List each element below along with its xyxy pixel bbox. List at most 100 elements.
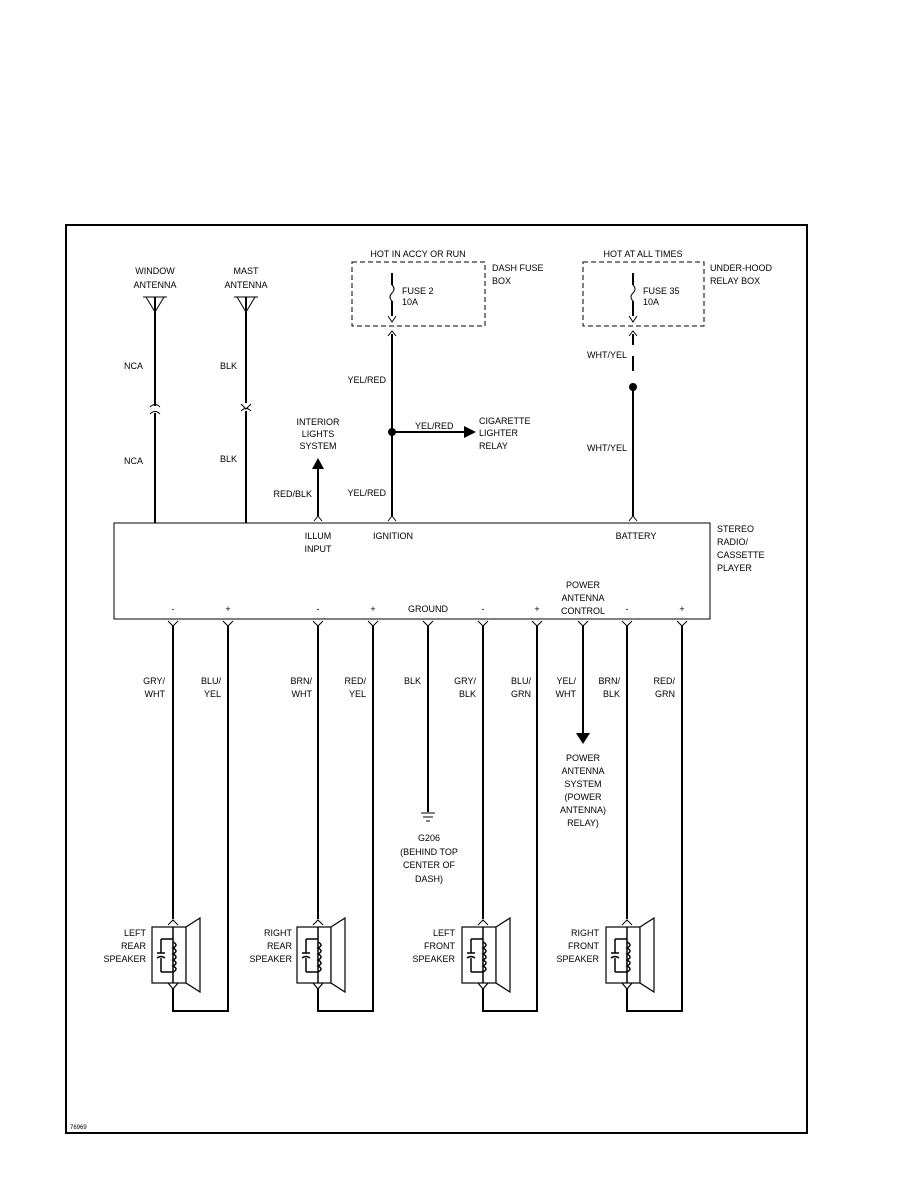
hot-accy-run-label: HOT IN ACCY OR RUN [370,249,465,259]
lf-pos-label-2: GRN [511,689,531,699]
gnd-wire-label: BLK [404,676,421,686]
underhood-label-1: UNDER-HOOD [710,263,772,273]
cigarette-relay-label-1: CIGARETTE [479,416,531,426]
lower-wires: GRY/ WHT BLU/ YEL BRN/ WHT RED/ YEL BLK … [143,620,688,1012]
left-rear-speaker: LEFT REAR SPEAKER [103,916,201,994]
pa-system-label-6: RELAY) [567,818,599,828]
stereo-unit: STEREO RADIO/ CASSETTE PLAYER ILLUM INPU… [113,522,765,620]
lf-neg-label-2: BLK [459,689,476,699]
lr-pos-label-1: BLU/ [201,676,222,686]
left-front-speaker: LEFT FRONT SPEAKER [412,916,511,994]
nca-top-label: NCA [124,361,143,371]
left-front-speaker-label-2: FRONT [424,941,455,951]
pa-system-label-2: ANTENNA [561,766,604,776]
fuse35-label-2: 10A [643,297,659,307]
rr-neg-label-1: BRN/ [290,676,312,686]
right-rear-speaker-label-1: RIGHT [264,928,293,938]
right-front-speaker-label-1: RIGHT [571,928,600,938]
interior-lights-label-1: INTERIOR [296,417,340,427]
yel-red-branch-label: YEL/RED [415,421,454,431]
blk-top-label: BLK [220,361,237,371]
unit-name-4: PLAYER [717,563,752,573]
ground-label: GROUND [408,604,448,614]
power-antenna-system: POWER ANTENNA SYSTEM (POWER ANTENNA) REL… [560,753,606,828]
terminal-sign-2: + [225,604,230,614]
pa-system-label-3: SYSTEM [564,779,601,789]
pa-control-label-1: POWER [566,580,601,590]
diagram-frame [65,224,808,1134]
terminal-sign-5: - [482,604,485,614]
left-rear-speaker-label-2: REAR [121,941,147,951]
window-antenna: WINDOW ANTENNA NCA NCA [124,266,177,523]
ground-point-label-4: DASH) [415,874,443,884]
pa-control-label-2: ANTENNA [561,593,604,603]
dash-fuse-box-label-1: DASH FUSE [492,263,544,273]
lf-pos-label-1: BLU/ [511,676,532,686]
battery-label: BATTERY [616,531,657,541]
interior-lights-label-2: LIGHTS [302,429,335,439]
pa-system-label-1: POWER [566,753,601,763]
ignition-circuit: YEL/RED YEL/RED YEL/RED CIGARETTE LIGHTE… [347,330,531,522]
terminal-sign-4: + [370,604,375,614]
terminal-sign-8: + [679,604,684,614]
illum-input-label-1: ILLUM [305,531,332,541]
pa-wire-label-1: YEL/ [556,676,576,686]
mast-antenna-label-2: ANTENNA [224,280,267,290]
ignition-label: IGNITION [373,531,413,541]
terminal-sign-3: - [317,604,320,614]
cigarette-relay-label-3: RELAY [479,441,508,451]
lr-neg-label-1: GRY/ [143,676,165,686]
speakers: LEFT REAR SPEAKER RIGHT REAR SPEAKER LEFT FRO… [103,916,655,994]
right-front-speaker-label-3: SPEAKER [556,954,599,964]
window-antenna-label-2: ANTENNA [133,280,176,290]
blk-bottom-label: BLK [220,454,237,464]
rf-pos-label-1: RED/ [653,676,675,686]
fuse35-label-1: FUSE 35 [643,286,680,296]
nca-bottom-label: NCA [124,456,143,466]
ground-point-label-2: (BEHIND TOP [400,847,458,857]
right-rear-speaker-label-2: REAR [267,941,293,951]
pa-system-label-4: (POWER [565,792,602,802]
figure-id: 76969 [70,1125,87,1131]
terminal-sign-7: - [626,604,629,614]
hot-all-times-label: HOT AT ALL TIMES [603,249,682,259]
rf-neg-label-2: BLK [603,689,620,699]
rr-pos-label-2: YEL [349,689,366,699]
underhood-relay-box: HOT AT ALL TIMES UNDER-HOOD RELAY BOX FU… [582,249,772,327]
ground-point-label-3: CENTER OF [403,860,456,870]
dash-fuse-box-label-2: BOX [492,276,511,286]
yel-red-bottom-label: YEL/RED [347,488,386,498]
cigarette-relay-label-2: LIGHTER [479,428,519,438]
unit-name-1: STEREO [717,524,754,534]
unit-name-3: CASSETTE [717,550,765,560]
rr-pos-label-1: RED/ [344,676,366,686]
illum-circuit: INTERIOR LIGHTS SYSTEM RED/BLK [273,417,340,522]
lf-neg-label-1: GRY/ [454,676,476,686]
wht-yel-top-label: WHT/YEL [587,350,627,360]
interior-lights-label-3: SYSTEM [299,441,336,451]
right-front-speaker-label-2: FRONT [568,941,599,951]
yel-red-top-label: YEL/RED [347,375,386,385]
lr-neg-label-2: WHT [145,689,166,699]
rr-neg-label-2: WHT [292,689,313,699]
unit-name-2: RADIO/ [717,537,749,547]
pa-control-label-3: CONTROL [561,606,605,616]
rf-neg-label-1: BRN/ [598,676,620,686]
pa-wire-label-2: WHT [556,689,577,699]
left-rear-speaker-label-1: LEFT [124,928,147,938]
right-front-speaker: RIGHT FRONT SPEAKER [556,916,655,994]
left-front-speaker-label-1: LEFT [433,928,456,938]
mast-antenna: MAST ANTENNA BLK BLK [220,266,268,523]
battery-circuit: WHT/YEL WHT/YEL [587,330,638,522]
dash-fuse-box: HOT IN ACCY OR RUN DASH FUSE BOX FUSE 2 … [351,249,544,327]
rf-pos-label-2: GRN [655,689,675,699]
window-antenna-label-1: WINDOW [135,266,175,276]
lr-pos-label-2: YEL [204,689,221,699]
left-front-speaker-label-3: SPEAKER [412,954,455,964]
left-rear-speaker-label-3: SPEAKER [103,954,146,964]
ground-point-label-1: G206 [418,833,440,843]
illum-input-label-2: INPUT [305,544,333,554]
fuse2-label-1: FUSE 2 [402,286,434,296]
